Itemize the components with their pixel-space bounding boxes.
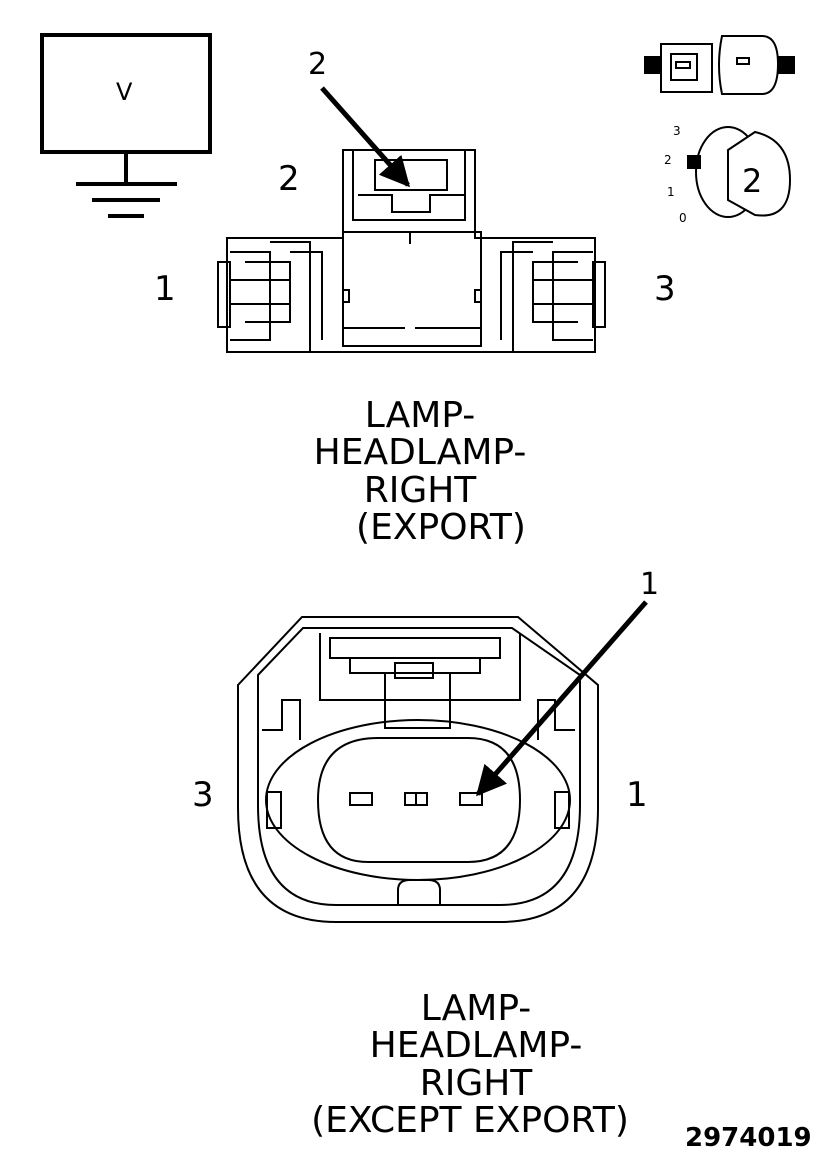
title-line: RIGHT bbox=[363, 469, 477, 511]
title-line: RIGHT bbox=[419, 1062, 533, 1104]
title-line: (EXPORT) bbox=[356, 507, 526, 549]
connector-side-view-icon bbox=[644, 35, 795, 95]
callout-label-bottom: 1 bbox=[640, 567, 660, 602]
position-key-icon bbox=[687, 126, 792, 218]
position-value: 2 bbox=[742, 162, 763, 200]
position-scale-1: 1 bbox=[667, 185, 675, 199]
connector-title-top: LAMP- HEADLAMP- RIGHT (EXPORT) bbox=[290, 397, 550, 547]
callout-arrow-bottom bbox=[476, 600, 648, 797]
callout-arrow-top bbox=[320, 86, 410, 188]
position-scale-3: 3 bbox=[673, 124, 681, 138]
pin-label-2: 2 bbox=[278, 159, 300, 199]
voltage-label: V bbox=[116, 78, 133, 106]
pin-label-1-bottom: 1 bbox=[626, 775, 648, 815]
ground-symbol bbox=[40, 33, 212, 218]
title-line: HEADLAMP- bbox=[369, 1025, 583, 1067]
figure-id: 2974019 bbox=[685, 1123, 812, 1153]
connector-title-bottom: LAMP- HEADLAMP- RIGHT (EXCEPT EXPORT) bbox=[270, 990, 670, 1140]
title-line: LAMP- bbox=[364, 395, 476, 436]
title-line: LAMP- bbox=[420, 988, 532, 1029]
connector-top-body bbox=[217, 149, 606, 353]
position-scale-2: 2 bbox=[664, 153, 672, 167]
pin-label-3: 3 bbox=[654, 269, 676, 309]
pin-label-1: 1 bbox=[154, 269, 176, 309]
title-line: (EXCEPT EXPORT) bbox=[311, 1100, 629, 1142]
callout-label-top: 2 bbox=[308, 47, 328, 82]
connector-bottom-body bbox=[237, 616, 599, 923]
position-scale-0: 0 bbox=[679, 211, 687, 225]
pin-label-3-bottom: 3 bbox=[192, 775, 214, 815]
title-line: HEADLAMP- bbox=[313, 432, 527, 474]
